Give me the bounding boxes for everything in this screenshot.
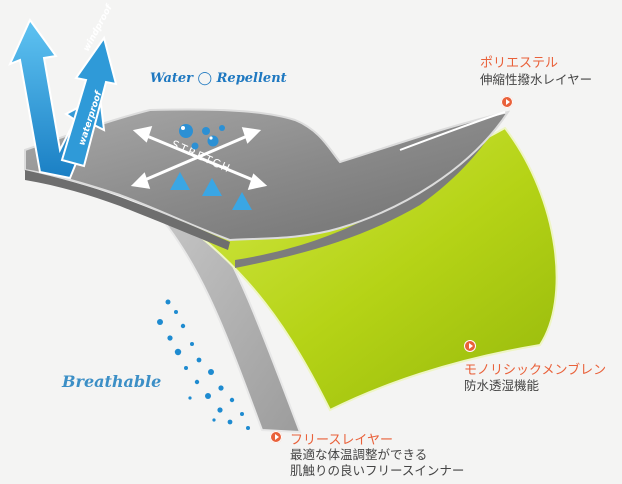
shell-layer bbox=[24, 108, 511, 242]
callout-polyester-desc: 伸縮性撥水レイヤー bbox=[480, 72, 593, 87]
callout-fleece-title: フリースレイヤー bbox=[290, 433, 393, 448]
water-droplets bbox=[179, 124, 225, 150]
callout-polyester-marker bbox=[501, 96, 513, 108]
stretch-arrows bbox=[130, 125, 268, 191]
callout-fleece-desc-1: 最適な体温調整ができる bbox=[290, 447, 428, 462]
polyester-leader bbox=[399, 111, 506, 151]
breathable-label: Breathable bbox=[62, 372, 162, 391]
water-repellent-label: Water ◯ Repellent bbox=[150, 71, 287, 86]
vapor-arrows bbox=[170, 172, 252, 335]
callout-polyester-title: ポリエステル bbox=[480, 56, 559, 71]
shell-torn-edge bbox=[25, 170, 230, 250]
callout-fleece-desc-2: 肌触りの良いフリースインナー bbox=[290, 463, 465, 478]
breathable-droplets bbox=[157, 299, 250, 430]
callout-membrane-marker bbox=[464, 340, 476, 352]
callout-membrane-title: モノリシックメンブレン bbox=[464, 363, 607, 378]
callout-membrane-desc: 防水透湿機能 bbox=[464, 378, 540, 393]
protection-tag bbox=[8, 18, 118, 180]
callout-fleece-marker bbox=[270, 431, 282, 443]
